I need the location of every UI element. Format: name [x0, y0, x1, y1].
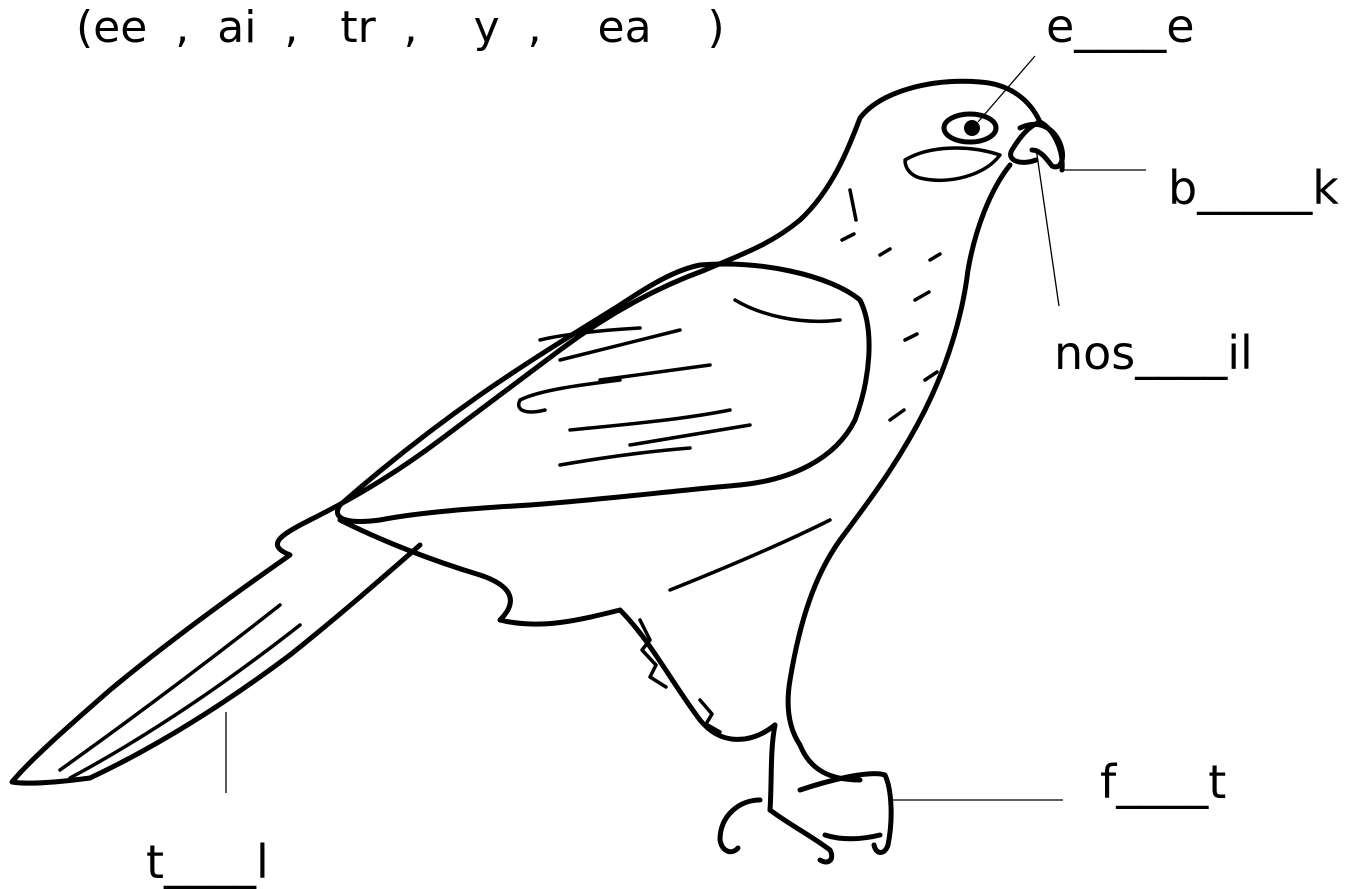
- hawk-wing: [335, 261, 872, 524]
- hawk-feet: [717, 771, 894, 865]
- hawk-chest-marks: [840, 188, 942, 422]
- hawk-beak: [1017, 121, 1065, 170]
- hawk-chest-outline: [785, 162, 1013, 748]
- hawk-cheek: [903, 146, 1002, 182]
- hawk-pupil: [964, 120, 980, 136]
- hawk-eye: [941, 111, 999, 145]
- word-bank: (ee , ai , tr , y , ea ): [76, 2, 725, 53]
- label-eye: e____e: [1046, 0, 1195, 53]
- label-nostril: nos____il: [1054, 326, 1253, 380]
- label-tail: t____l: [146, 835, 269, 889]
- hawk-leg: [767, 722, 863, 813]
- hawk-leg-feathers: [638, 618, 722, 734]
- hawk-belly: [337, 517, 778, 742]
- hawk-tail-feathers: [58, 603, 302, 780]
- pointer-nostril: [1035, 147, 1060, 307]
- pointer-eye: [977, 55, 1036, 123]
- label-feet: f____t: [1100, 755, 1227, 809]
- label-beak: b_____k: [1168, 161, 1339, 215]
- hawk-tail: [9, 517, 423, 786]
- hawk-belly-line: [668, 518, 832, 592]
- hawk-wing-feathers: [517, 298, 842, 467]
